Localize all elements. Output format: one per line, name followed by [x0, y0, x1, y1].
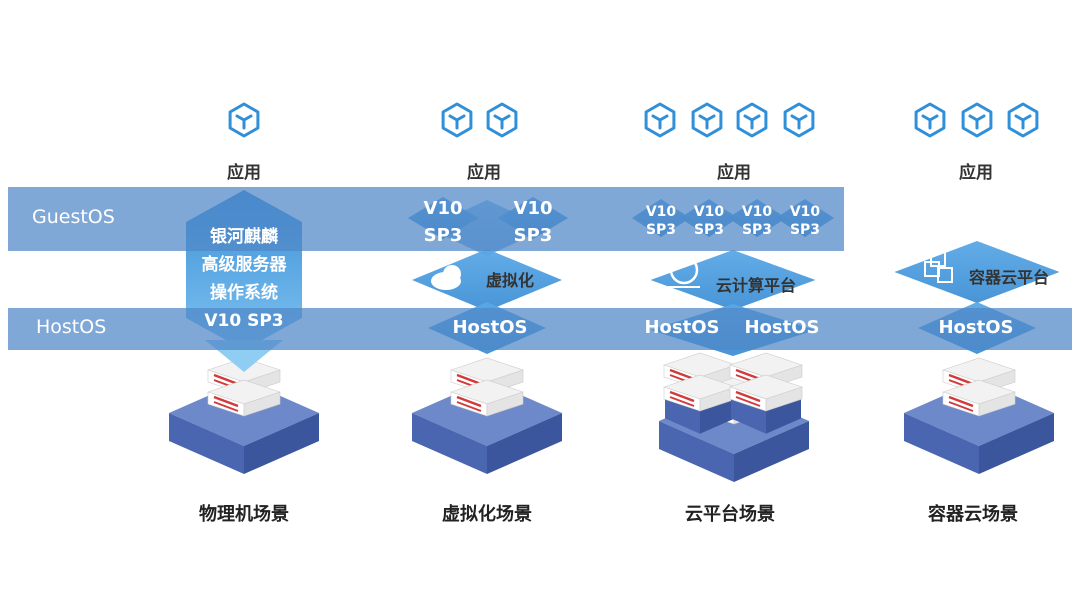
cloud-computing-icon — [669, 255, 699, 285]
os-line-4: V10 SP3 — [204, 311, 284, 331]
container-platform-diamond — [894, 241, 1060, 303]
caption-virtualization: 虚拟化场景 — [442, 504, 532, 525]
app-cube-icon — [486, 102, 518, 138]
virtualization-label: 虚拟化 — [486, 271, 535, 290]
app-cube-icon — [914, 102, 946, 138]
app-cube-icon — [228, 102, 260, 138]
cloud-icon-puff — [443, 265, 461, 283]
guest-os-label: V10 SP3 — [789, 204, 821, 238]
guestos-band-label: GuestOS — [32, 206, 115, 228]
app-label-cloud: 应用 — [717, 163, 751, 183]
cloud-platform-label: 云计算平台 — [716, 276, 797, 295]
virtualization-diamond — [412, 249, 562, 311]
app-label-virtual: 应用 — [467, 163, 501, 183]
hostos-band-label: HostOS — [36, 316, 107, 338]
guest-os-label: V10 SP3 — [693, 204, 725, 238]
app-cube-icon — [644, 102, 676, 138]
container-platform-label: 容器云平台 — [969, 268, 1050, 287]
container-icon — [937, 267, 953, 283]
hostos-label: HostOS — [938, 317, 1014, 338]
server-stack — [169, 357, 319, 474]
guest-os-label: V10 SP3 — [645, 204, 677, 238]
app-cube-icon — [961, 102, 993, 138]
hostos-label: HostOS — [452, 317, 528, 338]
guest-os-label: V10 SP3 — [741, 204, 773, 238]
guest-os-label: V10 SP3 — [513, 198, 553, 246]
caption-cloud: 云平台场景 — [685, 504, 775, 525]
app-cube-icon — [1007, 102, 1039, 138]
os-line-1: 银河麒麟 — [210, 227, 278, 247]
container-icon — [930, 251, 946, 267]
app-cube-icon — [691, 102, 723, 138]
guestos-band — [8, 187, 844, 251]
hostos-band — [8, 308, 1072, 350]
app-label-container: 应用 — [959, 163, 993, 183]
server-stack — [663, 352, 737, 434]
os-line-3: 操作系统 — [210, 283, 278, 303]
server-stack — [412, 357, 562, 474]
guest-os-label: V10 SP3 — [423, 198, 463, 246]
app-label-physical: 应用 — [227, 163, 261, 183]
server-stack — [729, 352, 803, 434]
caption-physical: 物理机场景 — [199, 504, 289, 525]
os-line-2: 高级服务器 — [201, 255, 287, 275]
server-stack — [904, 357, 1054, 474]
hostos-label: HostOS — [644, 317, 720, 338]
app-cube-icon — [736, 102, 768, 138]
caption-container: 容器云场景 — [928, 504, 1018, 525]
cloud-platform-diamond — [650, 250, 816, 310]
app-cube-icon — [441, 102, 473, 138]
hostos-label: HostOS — [744, 317, 820, 338]
app-cube-icon — [783, 102, 815, 138]
